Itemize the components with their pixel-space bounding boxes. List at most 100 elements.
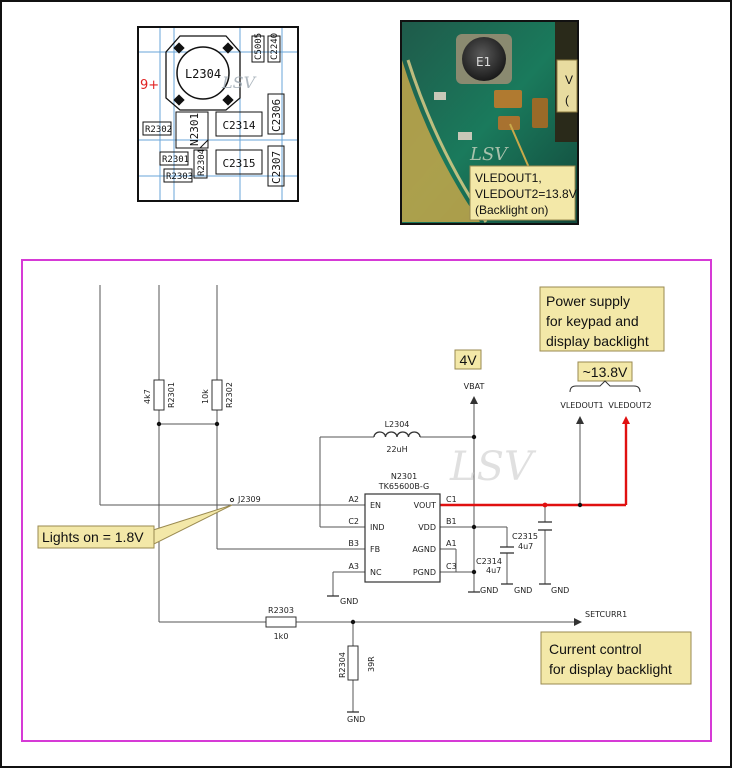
svg-text:Lights on = 1.8V: Lights on = 1.8V xyxy=(42,529,144,545)
pin-name: VDD xyxy=(418,523,436,532)
r2301-value: 4k7 xyxy=(143,389,152,404)
svg-text:Current control: Current control xyxy=(549,641,642,657)
pin-name: FB xyxy=(370,545,380,554)
c2315-symbol xyxy=(538,521,552,531)
pin-name: VOUT xyxy=(414,501,436,510)
c2314-symbol xyxy=(500,546,514,554)
photo-resistor xyxy=(434,92,446,100)
callout-vled-level: ~13.8V xyxy=(569,361,641,393)
r2304-value: 39R xyxy=(367,656,376,672)
svg-text:C2240: C2240 xyxy=(270,33,280,60)
vbat-arrow xyxy=(470,396,478,404)
vledout1-arrow xyxy=(576,416,584,424)
vledout2-arrow xyxy=(622,416,630,424)
svg-text:C2307: C2307 xyxy=(270,151,283,184)
c2315-ref: C2315 xyxy=(512,532,538,541)
svg-text:R2304: R2304 xyxy=(197,149,207,176)
gnd-label: GND xyxy=(551,586,569,595)
svg-text:C2315: C2315 xyxy=(222,157,255,170)
j2309-testpoint xyxy=(229,497,235,503)
ic-part-number: TK65600B-G xyxy=(378,482,429,491)
l2304-symbol xyxy=(373,431,421,438)
pcb-layout-panel: 9+ L2304 C5005 C2240 C2306 C2307 xyxy=(137,26,299,202)
photo-capacitor xyxy=(532,98,548,128)
photo-part-marking: E1 xyxy=(476,55,491,69)
svg-text:for keypad and: for keypad and xyxy=(546,313,639,329)
r2303-footprint: R2303 xyxy=(163,168,193,183)
c2315-value: 4u7 xyxy=(518,542,533,551)
svg-text:VLEDOUT2=13.8V: VLEDOUT2=13.8V xyxy=(475,187,577,201)
net-vledout2: VLEDOUT2 xyxy=(608,401,651,410)
gnd-label: GND xyxy=(514,586,532,595)
svg-text:C2314: C2314 xyxy=(222,119,255,132)
r2304-ref: R2304 xyxy=(338,652,347,678)
svg-text:V: V xyxy=(565,73,573,87)
net-vbat: VBAT xyxy=(464,382,485,391)
pin-name: AGND xyxy=(412,545,436,554)
photo-watermark: LSV xyxy=(469,144,509,165)
c2307-footprint: C2307 xyxy=(267,145,285,187)
callout-current-control: Current control for display backlight xyxy=(540,631,692,685)
pin-ball: C2 xyxy=(348,517,359,526)
r2302-value: 10k xyxy=(201,389,210,404)
n2301-footprint: N2301 xyxy=(175,111,209,149)
photo-callout-leader xyxy=(509,123,531,171)
pin-ball: C1 xyxy=(446,495,457,504)
r2301-footprint: R2301 xyxy=(159,151,189,166)
callout-lights-on: Lights on = 1.8V xyxy=(37,504,233,549)
l2304-footprint: L2304 xyxy=(165,35,241,111)
vout-power-wire xyxy=(440,422,628,507)
r2302-symbol xyxy=(211,379,223,411)
ic-ref: N2301 xyxy=(391,472,417,481)
gnd-label: GND xyxy=(340,597,358,606)
pin-name: PGND xyxy=(413,568,436,577)
c2314-footprint: C2314 xyxy=(215,111,263,137)
svg-text:R2301: R2301 xyxy=(162,155,189,165)
pin-ball: B3 xyxy=(348,539,359,548)
svg-text:Power supply: Power supply xyxy=(546,293,630,309)
r2303-ref: R2303 xyxy=(268,606,294,615)
r2302-footprint: R2302 xyxy=(142,121,172,136)
c2314-ref: C2314 xyxy=(476,557,502,566)
pcb-marker: 9+ xyxy=(140,78,159,93)
r2303-symbol xyxy=(265,616,297,628)
pin-name: NC xyxy=(370,568,382,577)
svg-text:(: ( xyxy=(565,93,569,107)
r2302-ref: R2302 xyxy=(225,382,234,408)
svg-text:N2301: N2301 xyxy=(188,113,201,146)
photo-capacitor xyxy=(498,116,520,130)
l2304-value: 22uH xyxy=(386,445,407,454)
callout-vbat-level: 4V xyxy=(454,349,482,370)
svg-text:VLEDOUT1,: VLEDOUT1, xyxy=(475,171,542,185)
ic-left-pins: A2 EN C2 IND B3 FB A3 NC xyxy=(348,495,384,577)
net-setcurr1: SETCURR1 xyxy=(585,610,627,619)
c2315-footprint: C2315 xyxy=(215,149,263,175)
svg-text:C2306: C2306 xyxy=(270,99,283,132)
pin-ball: A1 xyxy=(446,539,457,548)
junctions xyxy=(156,421,583,625)
photo-resistor xyxy=(458,132,472,140)
photo-inductor-e1: E1 xyxy=(456,34,512,84)
pin-ball: C3 xyxy=(446,562,457,571)
c2314-value: 4u7 xyxy=(486,566,501,575)
l2304-ref: L2304 xyxy=(385,420,410,429)
svg-text:R2303: R2303 xyxy=(166,172,193,182)
svg-text:C5005: C5005 xyxy=(254,33,264,60)
pin-ball: A2 xyxy=(348,495,359,504)
pin-ball: B1 xyxy=(446,517,457,526)
pin-name: IND xyxy=(370,523,385,532)
net-j2309: J2309 xyxy=(237,495,261,504)
pin-name: EN xyxy=(370,501,381,510)
r2303-value: 1k0 xyxy=(274,632,289,641)
photo-cut-callout xyxy=(556,59,578,113)
gnd-label: GND xyxy=(347,715,365,724)
svg-text:display backlight: display backlight xyxy=(546,333,649,349)
photo-annotation-box xyxy=(469,165,576,221)
board-photo-panel: V ( E1 LSV VLEDOUT1, VLEDOUT2=13.8V (Bac… xyxy=(400,20,579,225)
gnd-label: GND xyxy=(480,586,498,595)
pcb-watermark: LSV xyxy=(221,73,257,92)
r2301-symbol xyxy=(153,379,165,411)
